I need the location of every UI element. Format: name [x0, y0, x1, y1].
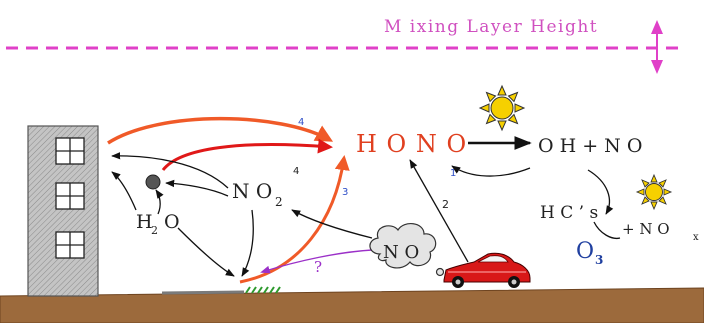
arrow-h2o-to-surface — [177, 227, 235, 277]
svg-text:O: O — [576, 239, 594, 264]
arrow-oh-to-o3 — [587, 169, 614, 215]
red-arrow-4 — [161, 138, 333, 171]
svg-text:O: O — [164, 211, 180, 233]
grass-icon — [245, 286, 281, 294]
ground — [0, 287, 704, 323]
arrow-no-to-no2 — [291, 209, 373, 239]
pathway-3-label: 3 — [342, 187, 348, 198]
no2-label: N O 2 — [232, 179, 283, 209]
arrow-no2-to-particle — [165, 179, 229, 197]
svg-text:3: 3 — [595, 253, 603, 267]
hcs-label: H C ’ s — [540, 203, 598, 223]
arrow-car-to-hono — [409, 159, 469, 263]
svg-text:N O: N O — [232, 179, 272, 203]
small-sun-icon — [635, 173, 673, 211]
hono-label: H O N O — [356, 130, 467, 158]
arrow-no2-to-surface — [241, 209, 254, 277]
pavement — [161, 290, 245, 295]
pathway-4-black-label: 4 — [293, 166, 299, 177]
svg-text:+ N O: + N O — [622, 220, 670, 238]
orange-arrow-3 — [239, 155, 350, 284]
no-label: N O — [383, 242, 419, 263]
arrow-hcs-to-o3 — [593, 221, 621, 240]
purple-arrow-unknown — [260, 249, 373, 274]
sun-icon — [478, 84, 526, 132]
unknown-pathway-label: ? — [314, 258, 322, 276]
orange-arrow-4 — [107, 116, 334, 145]
arrow-h2o-to-particle — [155, 189, 164, 215]
oh-plus-no-label: O H + N O — [538, 135, 642, 157]
arrow-no2-to-building — [111, 152, 229, 189]
pathway-4-blue-label: 4 — [298, 117, 304, 128]
car-icon — [443, 252, 531, 288]
pathway-1-label: 1 — [450, 168, 456, 179]
svg-text:2: 2 — [275, 195, 283, 209]
building-icon — [27, 125, 99, 297]
svg-text:x: x — [693, 232, 699, 243]
pathway-2-label: 2 — [442, 198, 449, 211]
nox-label: + N O x — [622, 220, 699, 243]
arrow-h2o-to-building — [111, 171, 137, 211]
mixing-height-arrow-icon — [651, 20, 663, 74]
svg-text:H: H — [136, 211, 153, 233]
h2o-label: H 2 O — [136, 211, 180, 237]
aerosol-particle-icon — [145, 174, 161, 190]
svg-text:2: 2 — [151, 224, 158, 237]
arrow-oh-to-hono — [451, 165, 531, 177]
mixing-layer-label: M ixing Layer Height — [384, 17, 598, 37]
o3-label: O 3 — [576, 239, 603, 267]
